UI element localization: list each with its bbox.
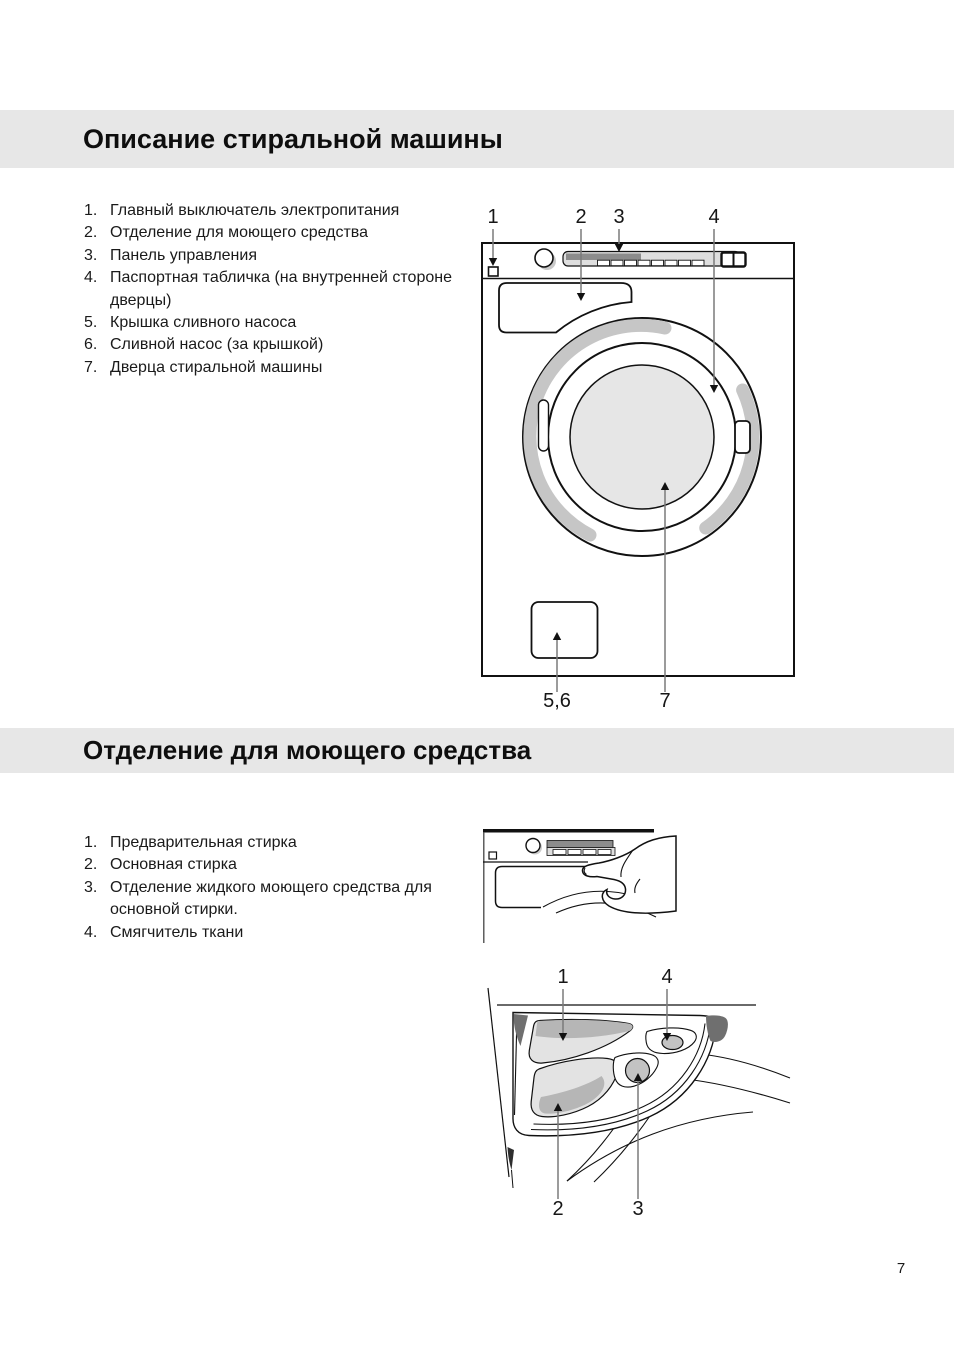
list-item: 3. Панель управления xyxy=(84,245,462,267)
callout-label-power-switch: 1 xyxy=(487,206,498,228)
list-item-text: Отделение жидкого моющего средства для о… xyxy=(110,878,432,919)
callout-label-softener: 4 xyxy=(661,966,672,988)
door-handle xyxy=(734,420,751,454)
list-item-text: Дверца стиральной машины xyxy=(110,358,323,376)
list-item: 3. Отделение жидкого моющего средства для… xyxy=(84,877,462,922)
list-item-number: 4. xyxy=(84,923,98,941)
section-title: Описание стиральной машины xyxy=(83,124,503,154)
panel-dark-bar xyxy=(566,253,641,260)
callout-label-detergent-drawer: 2 xyxy=(575,206,586,228)
list-item: 7. Дверца стиральной машины xyxy=(84,357,462,379)
list-item-text: Предварительная стирка xyxy=(110,834,297,851)
washing-machine-diagram: 1 2 3 4 5,6 7 xyxy=(481,206,795,712)
hand xyxy=(581,835,677,914)
list-item: 6. Сливной насос (за крышкой) xyxy=(84,334,462,356)
list-item-number: 5. xyxy=(84,314,98,332)
list-item-number: 2. xyxy=(84,224,98,242)
panel-buttons xyxy=(597,259,705,267)
callout-label-control-panel: 3 xyxy=(613,206,624,228)
list-item-text: Сливной насос (за крышкой) xyxy=(110,336,324,354)
drawer-front-tip-line xyxy=(511,1169,514,1189)
detergent-drawer-front xyxy=(498,282,633,334)
list-item: 4. Паспортная табличка (на внутренней сто… xyxy=(84,267,462,312)
list-item-number: 3. xyxy=(84,246,98,264)
hand-details xyxy=(583,849,641,894)
control-panel xyxy=(487,248,747,277)
corner-shadow-left xyxy=(513,1014,528,1046)
program-knob xyxy=(525,837,541,854)
list-item-number: 1. xyxy=(84,202,98,219)
list-item: 2. Основная стирка xyxy=(84,854,462,876)
door-rim-shade-left xyxy=(523,318,672,542)
machine-top-edge xyxy=(483,829,654,833)
callout-label-prewash: 1 xyxy=(557,966,568,988)
program-knob xyxy=(534,248,554,268)
drawer-outline xyxy=(494,865,591,909)
list-item-text: Крышка сливного насоса xyxy=(110,314,297,332)
list-item: 1. Главный выключатель электропитания xyxy=(84,200,462,222)
list-item: 1. Предварительная стирка xyxy=(84,832,462,854)
softener-siphon-cap xyxy=(661,1034,684,1051)
list-item-number: 4. xyxy=(84,269,98,287)
callout-label-rating-plate: 4 xyxy=(708,206,719,228)
hand-opening-drawer-diagram xyxy=(483,829,677,943)
machine-door xyxy=(522,317,762,557)
callout-label-door: 7 xyxy=(659,690,670,712)
corner-shadow-right xyxy=(706,1015,728,1042)
machine-corner-line xyxy=(487,987,510,1178)
list-item: 4. Смягчитель ткани xyxy=(84,922,462,944)
section-title: Отделение для моющего средства xyxy=(83,735,532,765)
list-item-text: Главный выключатель электропитания xyxy=(110,202,400,219)
door-hinge-recess xyxy=(537,399,550,452)
list-item-number: 1. xyxy=(84,834,98,851)
list-item-number: 3. xyxy=(84,878,98,896)
callout-arrows xyxy=(553,989,672,1199)
callout-label-liquid: 3 xyxy=(632,1198,643,1220)
power-switch xyxy=(487,266,499,277)
list-item-number: 2. xyxy=(84,856,98,874)
list-item-number: 6. xyxy=(84,336,98,354)
panel-dark-bar xyxy=(546,840,614,848)
dispenser-parts-list: 1. Предварительная стирка 2. Основная стир… xyxy=(84,832,462,944)
section-header-band: Описание стиральной машины xyxy=(0,110,954,168)
list-item-text: Панель управления xyxy=(110,246,257,264)
page-number: 7 xyxy=(896,1260,906,1277)
list-item-text: Основная стирка xyxy=(110,856,237,874)
list-item: 5. Крышка сливного насоса xyxy=(84,312,462,334)
door-window xyxy=(569,364,715,510)
door-rim-shade-right xyxy=(699,383,760,535)
callout-arrows xyxy=(488,229,719,692)
panel-buttons xyxy=(552,849,612,855)
machine-parts-list: 1. Главный выключатель электропитания 2. О… xyxy=(84,200,462,379)
callout-label-pump: 5,6 xyxy=(543,690,571,712)
list-item-text: Отделение для моющего средства xyxy=(110,224,369,242)
list-item: 2. Отделение для моющего средства xyxy=(84,222,462,244)
compartment-main-wash-shade xyxy=(539,1076,605,1114)
pump-cover xyxy=(530,601,599,659)
detergent-drawer-diagram: 1 4 2 3 xyxy=(487,966,791,1220)
power-switch xyxy=(488,851,498,860)
drawer-front-tip xyxy=(507,1147,514,1170)
list-item-text: Паспортная табличка (на внутренней сторо… xyxy=(110,269,452,309)
list-item-text: Смягчитель ткани xyxy=(110,923,244,941)
section-header-band: Отделение для моющего средства xyxy=(0,728,954,773)
callout-label-main-wash: 2 xyxy=(552,1198,563,1220)
list-item-number: 7. xyxy=(84,358,98,376)
